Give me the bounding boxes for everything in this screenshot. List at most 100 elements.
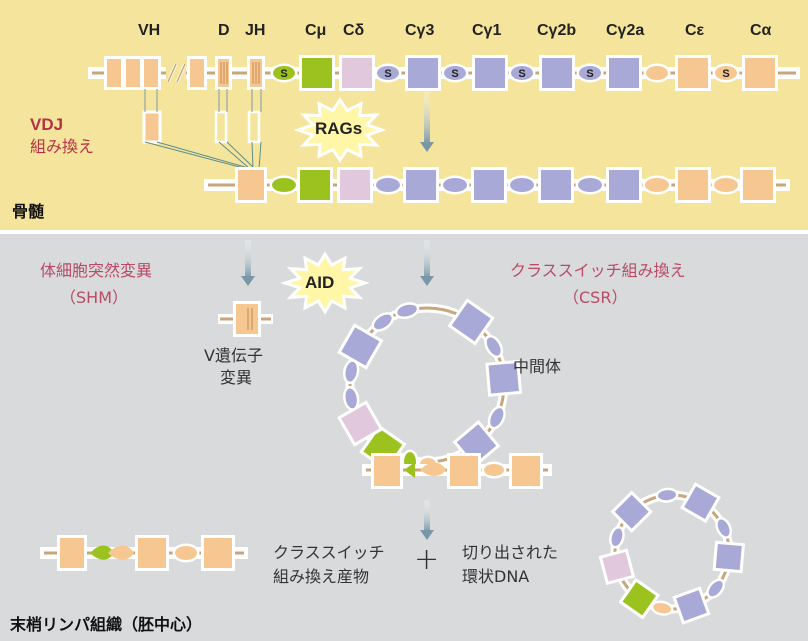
shm-sublabel: （SHM） — [60, 288, 128, 307]
arrow-bone-marrow-head — [420, 142, 434, 152]
product-hybrid-switch-green — [90, 545, 114, 560]
switch-label-sgamma2a: S — [586, 68, 593, 80]
excised-switch-10 — [611, 528, 623, 547]
vdj-selected-d — [214, 110, 228, 144]
excised-segment-9 — [602, 552, 632, 582]
segment-cgamma2a — [609, 58, 639, 88]
rearranged-cmu — [300, 170, 330, 200]
loop-switch-4 — [486, 337, 501, 356]
excised-segment-0 — [614, 494, 649, 529]
loop-switch-11 — [345, 361, 357, 382]
segment-cgamma3 — [408, 58, 438, 88]
rearranged-switch-5 — [645, 178, 669, 192]
label-d: D — [218, 22, 230, 39]
csr-calpha — [450, 456, 478, 486]
loop-switch-1 — [374, 314, 392, 330]
loop-segment-9-group — [337, 400, 384, 447]
vdj-label: VDJ — [30, 115, 64, 134]
csr-smu-remnant — [404, 462, 415, 478]
arrow-csr-head — [420, 276, 434, 286]
excised-switch-7 — [653, 602, 672, 614]
switch-label-sgamma2b: S — [518, 68, 525, 80]
label-jh: JH — [245, 22, 266, 39]
segment-cdelta — [342, 58, 372, 88]
label-cgamma2b: Cγ2b — [537, 22, 577, 39]
rearranged-cepsilon — [678, 170, 708, 200]
arrow-shm-head — [241, 276, 255, 286]
csr-label: クラススイッチ組み換え — [510, 261, 686, 280]
rearranged-cgamma3 — [406, 170, 436, 200]
arrow-product-head — [420, 530, 434, 540]
switch-label-smu: S — [280, 68, 287, 80]
loop-segment-5-group — [485, 359, 523, 397]
segment-cgamma2b — [542, 58, 572, 88]
loop-segment-3-group — [447, 298, 495, 346]
loop-segment-0-group — [337, 323, 384, 370]
label-cdelta: Cδ — [343, 22, 365, 39]
excised-segment-6-group — [672, 586, 711, 625]
guide-d-3 — [226, 141, 256, 170]
vdj-exon — [238, 170, 264, 200]
label-cgamma2a: Cγ2a — [606, 22, 645, 39]
arrow-csr-shaft — [424, 240, 430, 278]
loop-switch-6 — [490, 408, 504, 427]
loop-segment-5 — [488, 363, 519, 394]
excised-segment-8 — [622, 581, 657, 616]
switch-sgamma2a — [579, 66, 601, 80]
product-hybrid-switch-orange — [108, 545, 134, 560]
switch-sgamma2b — [511, 66, 533, 80]
segment-cepsilon — [678, 58, 708, 88]
loop-switch-2 — [397, 304, 417, 317]
switch-label-sgamma1: S — [451, 68, 458, 80]
arrow-product-shaft — [424, 500, 430, 532]
csr-segment-extra — [512, 456, 540, 486]
rearranged-switch-0 — [272, 178, 296, 192]
switch-smu — [273, 66, 295, 80]
plus-sign: + — [414, 542, 440, 577]
switch-label-salpha: S — [722, 68, 729, 80]
loop-switch-10 — [345, 388, 357, 409]
label-vh: VH — [138, 22, 161, 39]
periphery-label: 末梢リンパ組織（胚中心） — [10, 615, 203, 634]
vh-segment-2 — [126, 59, 140, 87]
label-cgamma3: Cγ3 — [405, 22, 435, 39]
rearranged-switch-4 — [578, 178, 602, 192]
rearranged-switch-3 — [510, 178, 534, 192]
rearranged-cdelta — [340, 170, 370, 200]
label-cmu: Cμ — [305, 22, 327, 39]
vh-segment-1 — [107, 59, 121, 87]
label-cepsilon: Cε — [685, 22, 705, 39]
vh-segment-3 — [144, 59, 158, 87]
csr-vdj-exon — [374, 456, 400, 486]
loop-segment-9 — [341, 404, 380, 443]
shm-v-exon — [236, 304, 258, 334]
arrow-bone-marrow-shaft — [424, 90, 430, 144]
rags-burst — [293, 97, 387, 163]
rearranged-cgamma2a — [609, 170, 639, 200]
intermediate-label: 中間体 — [513, 357, 562, 376]
guide-d-5 — [258, 141, 262, 170]
excised-label: 切り出された — [462, 543, 559, 562]
vdj-sublabel: 組み換え — [30, 137, 95, 156]
product-segment-extra — [204, 538, 232, 568]
csr-salpha-remnant — [420, 462, 446, 476]
excised-segment-6 — [676, 590, 707, 621]
csr-sublabel: （CSR） — [563, 288, 628, 307]
shm-label: 体細胞突然変異 — [40, 261, 153, 280]
vdj-selected-v — [142, 110, 162, 144]
excised-segment-4 — [715, 543, 742, 570]
product-vdj-exon — [60, 538, 84, 568]
switch-label-sgamma3: S — [384, 68, 391, 80]
switch-sepsilon — [646, 66, 668, 80]
v-mutation-sublabel: 変異 — [220, 368, 253, 387]
excised-segment-2-group — [680, 482, 721, 524]
segment-cmu — [302, 58, 332, 88]
switch-sgamma1 — [444, 66, 466, 80]
product-switch — [175, 546, 197, 560]
excised-segment-4-group — [712, 540, 746, 574]
aid-label: AID — [305, 273, 335, 292]
excised-segment-9-group — [598, 548, 636, 586]
break-mark-1-line — [167, 63, 177, 83]
